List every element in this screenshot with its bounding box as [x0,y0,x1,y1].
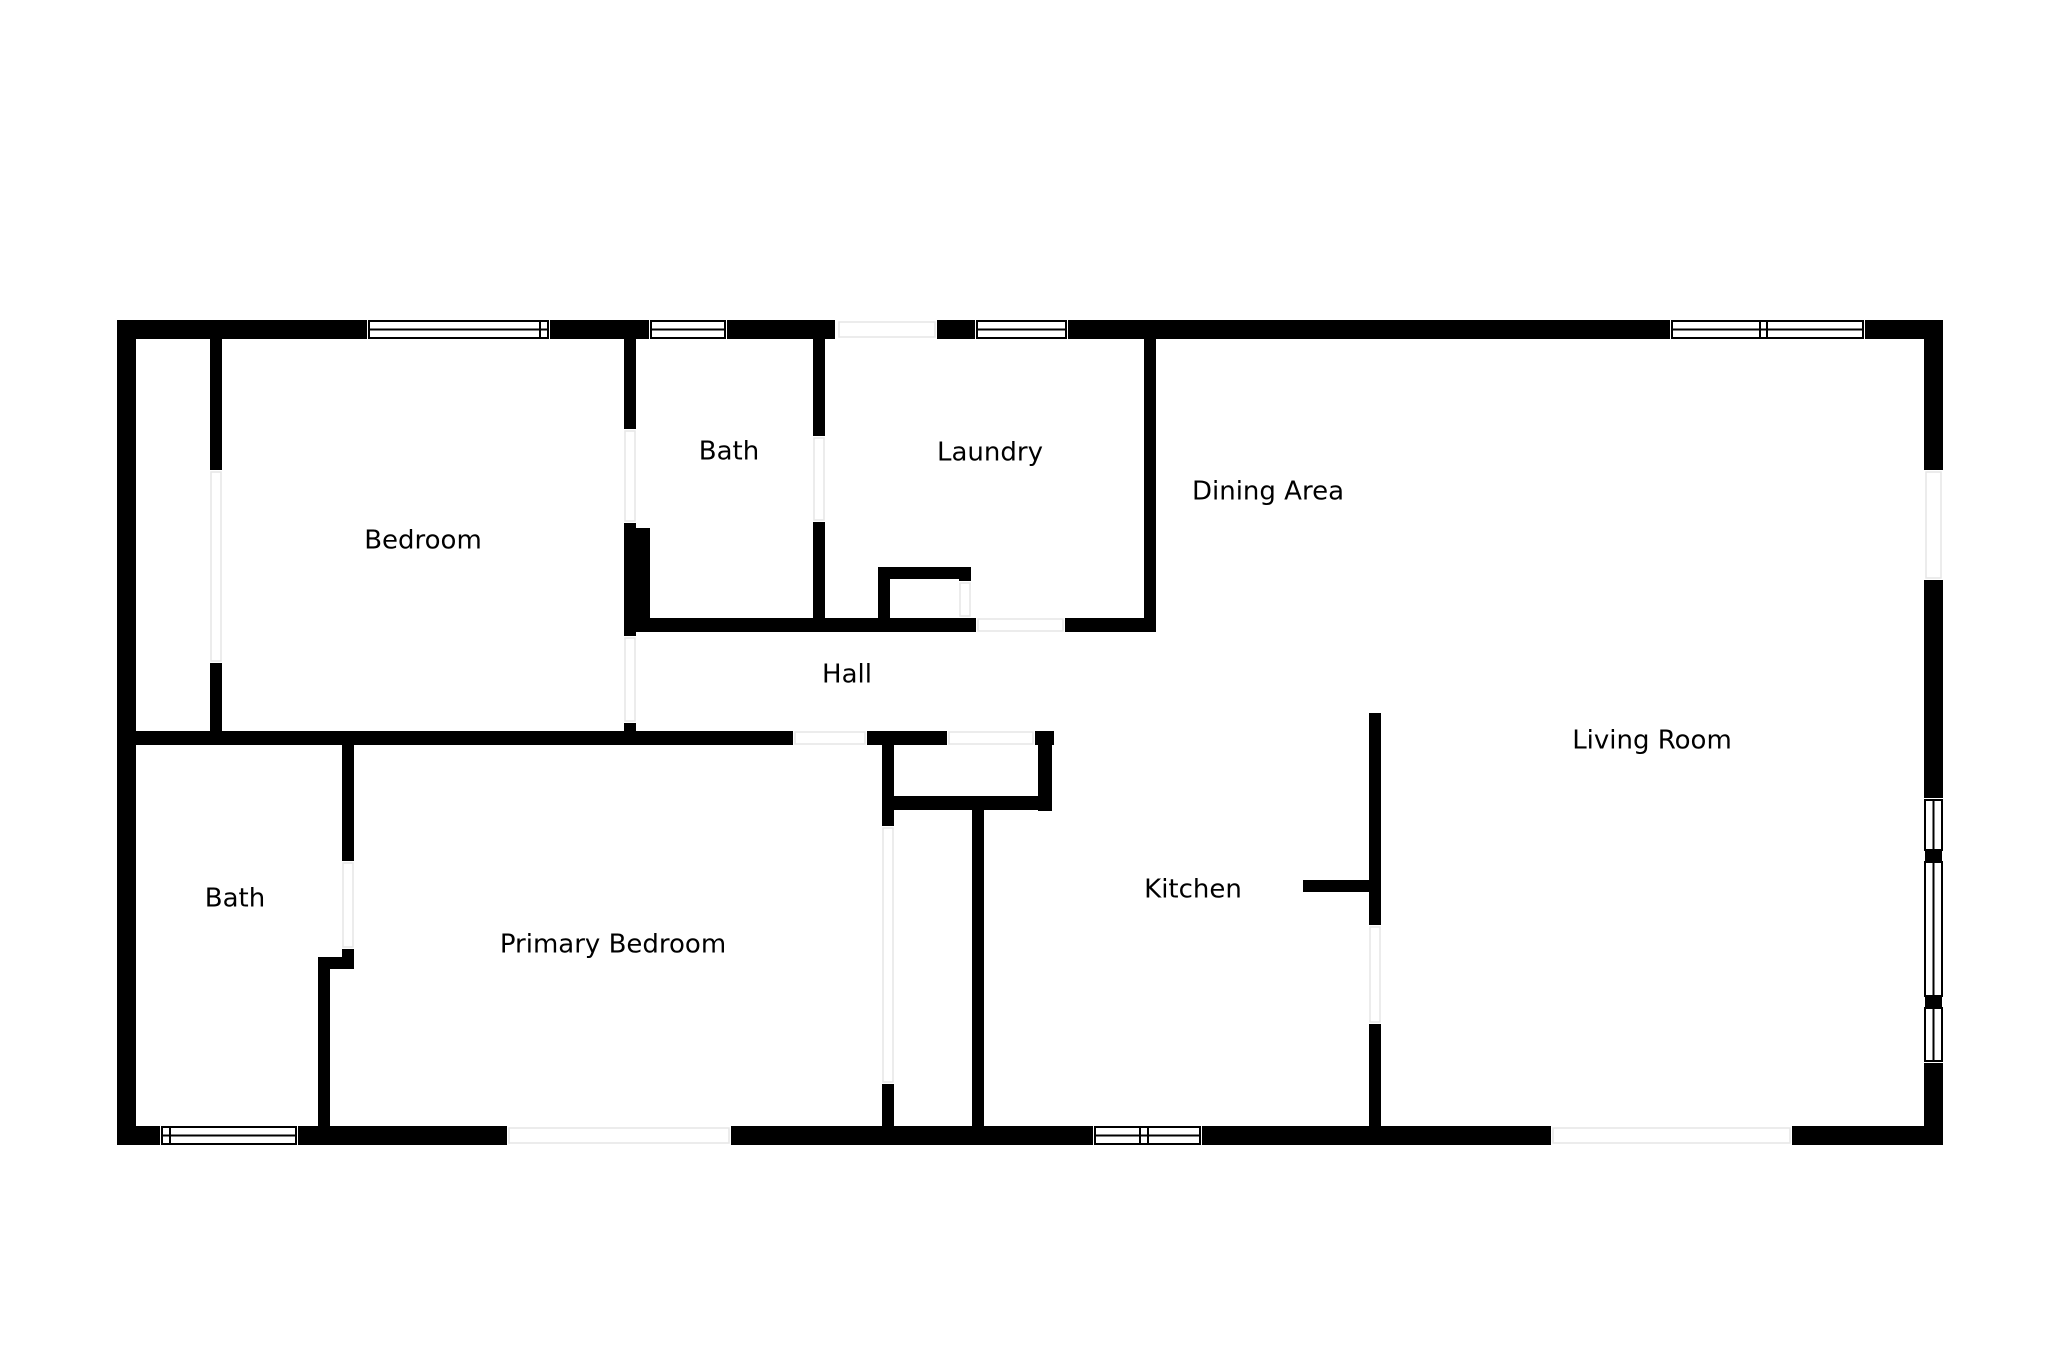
wall [882,1084,894,1145]
room-label-laundry: Laundry [937,438,1043,468]
door-opening [959,582,971,617]
door-opening [624,637,636,722]
room-label-bath-lower: Bath [205,884,265,914]
door-opening [210,471,222,662]
wall [882,731,894,826]
wall [972,803,984,1145]
room-label-hall: Hall [822,660,872,690]
wall [624,332,636,429]
wall [298,1126,507,1145]
door-opening [1925,471,1942,579]
wall [1792,1126,1943,1145]
door-opening [838,321,936,338]
room-label-bath-upper: Bath [699,437,759,467]
wall [1369,1024,1381,1145]
wall [1924,580,1943,798]
room-label-kitchen: Kitchen [1144,875,1242,905]
wall [1065,618,1155,632]
wall [731,1126,1093,1145]
wall [1369,713,1381,925]
wall [867,731,947,745]
wall [937,320,975,339]
wall [117,731,793,745]
wall [1924,1063,1943,1145]
wall [624,528,650,622]
wall [1144,332,1156,632]
room-label-bedroom: Bedroom [364,526,482,556]
wall [813,522,825,630]
wall [210,332,222,470]
windows [161,320,1943,1145]
wall [959,567,971,581]
window-divider [1925,996,1942,1008]
room-label-primary-bedroom: Primary Bedroom [500,930,726,960]
wall [624,723,636,737]
wall [210,663,222,744]
door-opening [1552,1127,1791,1144]
wall [1865,320,1940,339]
wall [117,320,367,339]
door-opening [1369,926,1381,1023]
door-openings [210,321,1942,1144]
wall [727,320,835,339]
wall [1303,880,1381,892]
wall [813,332,825,436]
wall [878,567,971,579]
door-opening [977,618,1064,632]
wall [878,567,890,627]
door-opening [794,731,866,745]
room-label-living-room: Living Room [1572,726,1732,756]
wall [1038,731,1052,811]
wall [636,618,976,632]
door-opening [342,862,354,948]
door-opening [882,827,894,1083]
walls [117,320,1943,1145]
window-divider [1925,850,1942,862]
wall [342,731,354,861]
window-dividers [1925,850,1942,1008]
wall [1924,320,1943,470]
wall [882,796,1052,810]
wall [318,957,330,1145]
room-label-dining-area: Dining Area [1192,477,1344,507]
wall [1068,320,1670,339]
door-opening [948,731,1034,745]
door-opening [813,437,825,521]
room-labels: Bedroom Bath Laundry Dining Area Hall Li… [205,437,1732,960]
door-opening [624,430,636,522]
door-opening [508,1127,730,1144]
